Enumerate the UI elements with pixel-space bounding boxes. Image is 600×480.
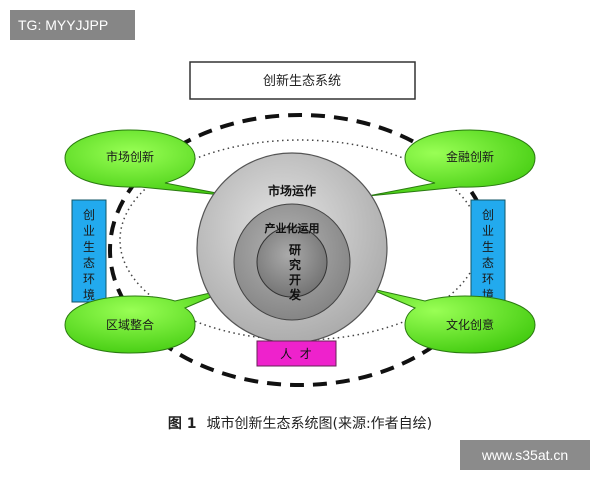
core-inner-char: 开 [289,273,301,287]
side-left-char: 环 [83,272,95,286]
speech-bubble-market-innovation [64,129,233,197]
side-left-char: 生 [83,240,95,254]
bubble-label-regional-integration: 区域整合 [106,317,154,332]
side-left-char: 境 [83,287,95,302]
bubble-label-cultural-innovation: 文化创意 [446,317,494,332]
core-inner-char: 究 [289,257,301,272]
core-label-middle: 产业化运用 [265,221,320,235]
core-inner-char: 发 [288,287,302,302]
side-right-char: 创 [482,208,494,222]
core-inner-char: 研 [289,243,301,257]
side-right-char: 业 [482,224,494,238]
side-right-char: 态 [482,256,494,270]
figure-caption-text: 城市创新生态系统图(来源:作者自绘) [206,416,433,432]
side-right-char: 环 [482,272,494,286]
side-left-char: 态 [83,256,95,270]
talent-box [256,340,337,367]
title-box-label: 创新生态系统 [263,73,341,89]
bubble-label-market-innovation: 市场创新 [106,149,154,164]
figure-caption: 图 1 城市创新生态系统图(来源:作者自绘) [0,413,600,433]
bubble-label-finance-innovation: 金融创新 [446,149,494,164]
talent-box-label: 人 才 [280,347,312,361]
figure-number: 图 1 [167,416,197,432]
side-left-char: 业 [83,224,95,238]
title-box [189,61,416,100]
side-left-char: 创 [83,208,95,222]
watermark-bottom-right: www.s35at.cn [460,440,590,470]
watermark-top-left: TG: MYYJJPP [10,10,135,40]
speech-bubble-regional-integration [64,287,233,354]
speech-bubble-cultural-innovation [367,287,536,354]
side-right-char: 生 [482,240,494,254]
speech-bubble-finance-innovation [367,129,536,197]
side-box-right [470,199,506,303]
core-label-outer: 市场运作 [268,183,316,198]
circle-research-development [256,226,328,298]
